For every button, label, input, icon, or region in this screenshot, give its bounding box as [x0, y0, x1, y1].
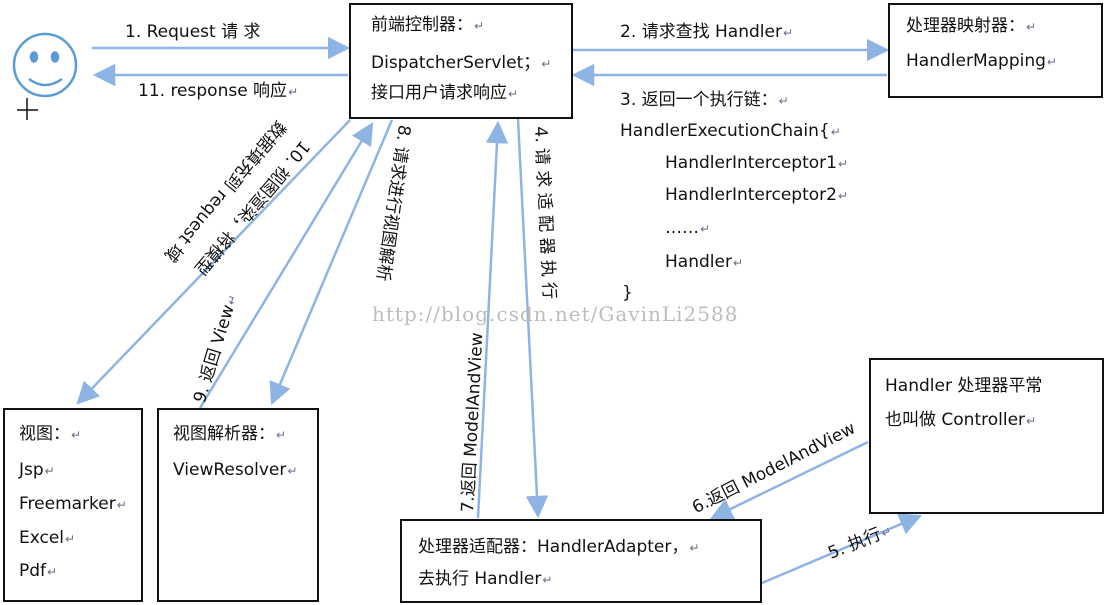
view-item-freemarker: Freemarker [19, 494, 116, 514]
handler-controller-box: Handler 处理器平常 也叫做 Controller↵ [869, 358, 1104, 514]
chain-item-interceptor2: HandlerInterceptor2 [665, 185, 837, 205]
handler-desc: 也叫做 Controller [885, 410, 1026, 430]
chain-step-label: 3. 返回一个执行链： [620, 90, 778, 110]
adapter-desc: 去执行 Handler [418, 569, 542, 589]
handler-title: Handler 处理器平常 [885, 376, 1043, 396]
dispatcher-name: DispatcherServlet； [371, 53, 541, 73]
chain-item-interceptor1: HandlerInterceptor1 [665, 153, 837, 173]
cursor-crosshair-icon [17, 98, 38, 120]
resolver-title: 视图解析器： [173, 424, 275, 444]
chain-close: } [622, 283, 633, 303]
chain-item-handler: Handler [665, 252, 732, 272]
view-title: 视图： [19, 424, 70, 444]
watermark-url: http://blog.csdn.net/GavinLi2588 [372, 302, 739, 326]
mapping-name: HandlerMapping [906, 51, 1046, 71]
chain-open: HandlerExecutionChain{ [620, 121, 830, 141]
view-resolver-box: 视图解析器：↵ ViewResolver↵ [157, 408, 319, 602]
arrow-return-view [198, 122, 374, 409]
mapping-title: 处理器映射器： [906, 16, 1025, 36]
arrow-request-adapter [516, 118, 549, 519]
view-box: 视图：↵ Jsp↵ Freemarker↵ Excel↵ Pdf↵ [3, 408, 143, 602]
adapter-title: 处理器适配器：HandlerAdapter， [418, 537, 689, 557]
step-11-label: 11. response 响应 [138, 81, 288, 101]
step-2-label: 2. 请求查找 Handler [620, 22, 782, 42]
resolver-name: ViewResolver [173, 460, 287, 480]
arrow-render-view [76, 119, 351, 405]
view-item-excel: Excel [19, 528, 65, 548]
view-item-pdf: Pdf [19, 561, 47, 581]
dispatcher-servlet-box: 前端控制器：↵ DispatcherServlet；↵ 接口用户请求响应↵ [349, 3, 573, 119]
handler-mapping-box: 处理器映射器：↵ HandlerMapping↵ [888, 3, 1103, 98]
step-1-label: 1. Request 请 求 [125, 22, 261, 42]
arrow-execute [761, 513, 923, 585]
dispatcher-desc: 接口用户请求响应 [371, 83, 507, 103]
arrow-return-modelandview [476, 120, 509, 519]
arrow-handler-return [709, 440, 869, 520]
view-item-jsp: Jsp [19, 460, 44, 480]
arrow-resolve-view [269, 119, 394, 406]
handler-adapter-box: 处理器适配器：HandlerAdapter，↵ 去执行 Handler↵ [400, 519, 762, 603]
smiley-face-icon [12, 32, 78, 98]
dispatcher-title: 前端控制器： [371, 15, 473, 35]
chain-item-ellipsis: …… [665, 218, 699, 238]
